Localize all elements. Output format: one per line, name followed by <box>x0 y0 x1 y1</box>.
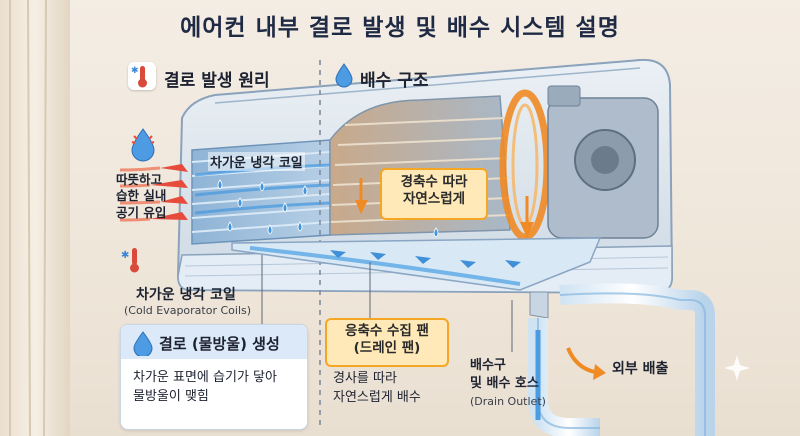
warm-air-arrows <box>150 164 188 220</box>
curtain <box>0 0 70 436</box>
page-title: 에어컨 내부 결로 발생 및 배수 시스템 설명 <box>180 15 620 41</box>
drain-pan-description: 경사를 따라 자연스럽게 배수 <box>333 371 421 405</box>
condensation-card-body: 차가운 표면에 습기가 닿아 물방울이 맺힘 <box>133 370 277 404</box>
water-flow-arrows <box>330 250 521 268</box>
inner-coil-label: 차가운 냉각 코일 <box>208 152 305 171</box>
condensate-flow-callout: 경축수 따라 자연스럽게 <box>380 168 488 220</box>
thermometer-icon: ✱ <box>128 62 156 90</box>
drain-pan <box>231 237 602 291</box>
svg-text:✱: ✱ <box>121 250 129 261</box>
right-section-header: 배수 구조 <box>360 71 429 91</box>
orange-flow-arrows <box>355 200 534 238</box>
outside-discharge-label: 외부 배출 <box>612 361 669 377</box>
warm-droplet-icon <box>128 126 158 166</box>
svg-text:✱: ✱ <box>131 66 139 76</box>
cold-coil-label-en: (Cold Evaporator Coils) <box>124 304 252 317</box>
left-section-header: 결로 발생 원리 <box>164 71 270 91</box>
cold-coil-label: 차가운 냉각 코일 <box>136 287 236 303</box>
drain-pan-callout: 응축수 수집 팬 (드레인 팬) <box>325 318 449 367</box>
warm-air-inflow-label: 따뜻하고 습한 실내 공기 유입 <box>116 172 167 220</box>
drain-outlet-label-en: (Drain Outlet) <box>470 395 546 408</box>
cold-thermometer-icon: ✱ <box>120 244 150 284</box>
drain-hose <box>528 283 715 436</box>
condensation-card: 결로 (물방울) 생성 차가운 표면에 습기가 닿아 물방울이 맺힘 <box>120 324 308 430</box>
drain-outlet-label: 배수구 및 배수 호스 <box>470 358 539 391</box>
droplet-icon <box>133 331 153 356</box>
drain-droplet-icon <box>334 62 354 92</box>
condensation-card-header: 결로 (물방울) 생성 <box>121 325 307 359</box>
condensation-card-title: 결로 (물방울) 생성 <box>159 335 280 353</box>
sparkle-icon <box>724 355 750 381</box>
